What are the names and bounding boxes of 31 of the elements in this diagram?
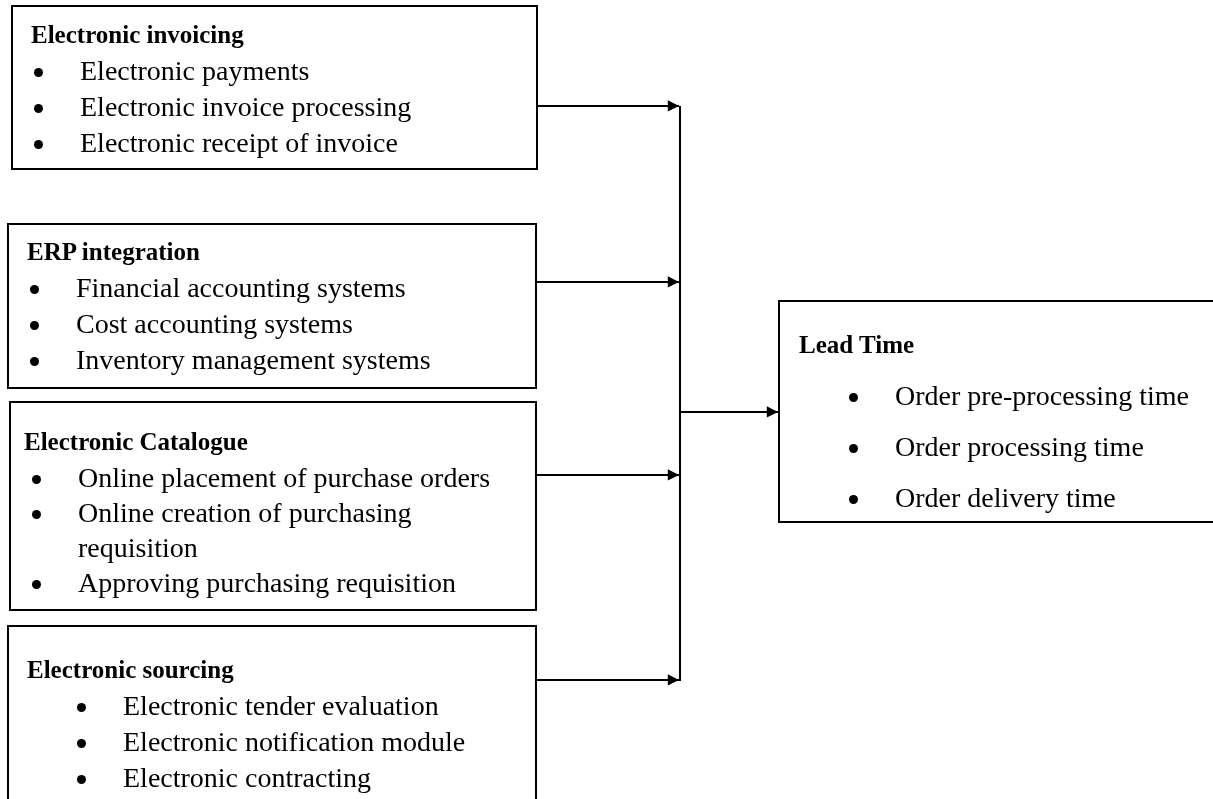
box-heading: ERP integration [27,237,201,267]
box-heading: Lead Time [799,330,916,360]
box-heading: Electronic Catalogue [24,427,249,457]
text-box [9,401,537,611]
arrow [536,469,680,481]
bullet-text: Electronic payments [80,54,310,88]
bullet-text: Order pre-processing time [895,379,1189,413]
bullet-text: Electronic receipt of invoice [80,126,398,160]
bullet-text: Approving purchasing requisition [78,566,456,600]
text-box [778,300,1213,523]
bullet-text: Online creation of purchasing requisition [78,496,413,565]
vertical-line [679,106,681,681]
arrow [680,406,779,418]
bullet-text: Online placement of purchase orders [78,461,491,495]
bullet-text: Electronic invoice processing [80,90,412,124]
bullet-text: Electronic tender evaluation [123,689,439,723]
bullet-text: Financial accounting systems [76,271,406,305]
text-box [7,625,537,799]
box-heading: Electronic sourcing [27,655,235,685]
text-box [7,223,537,389]
bullet-text: Cost accounting systems [76,307,353,341]
bullet-text: Order processing time [895,430,1144,464]
arrow [536,674,680,686]
bullet-text: Inventory management systems [76,343,431,377]
bullet-text: Electronic contracting [123,761,371,795]
arrow [537,100,680,112]
box-heading: Electronic invoicing [31,20,245,50]
arrow [536,276,680,288]
bullet-text: Electronic notification module [123,725,466,759]
bullet-text: Order delivery time [895,481,1116,515]
text-box [11,5,538,170]
